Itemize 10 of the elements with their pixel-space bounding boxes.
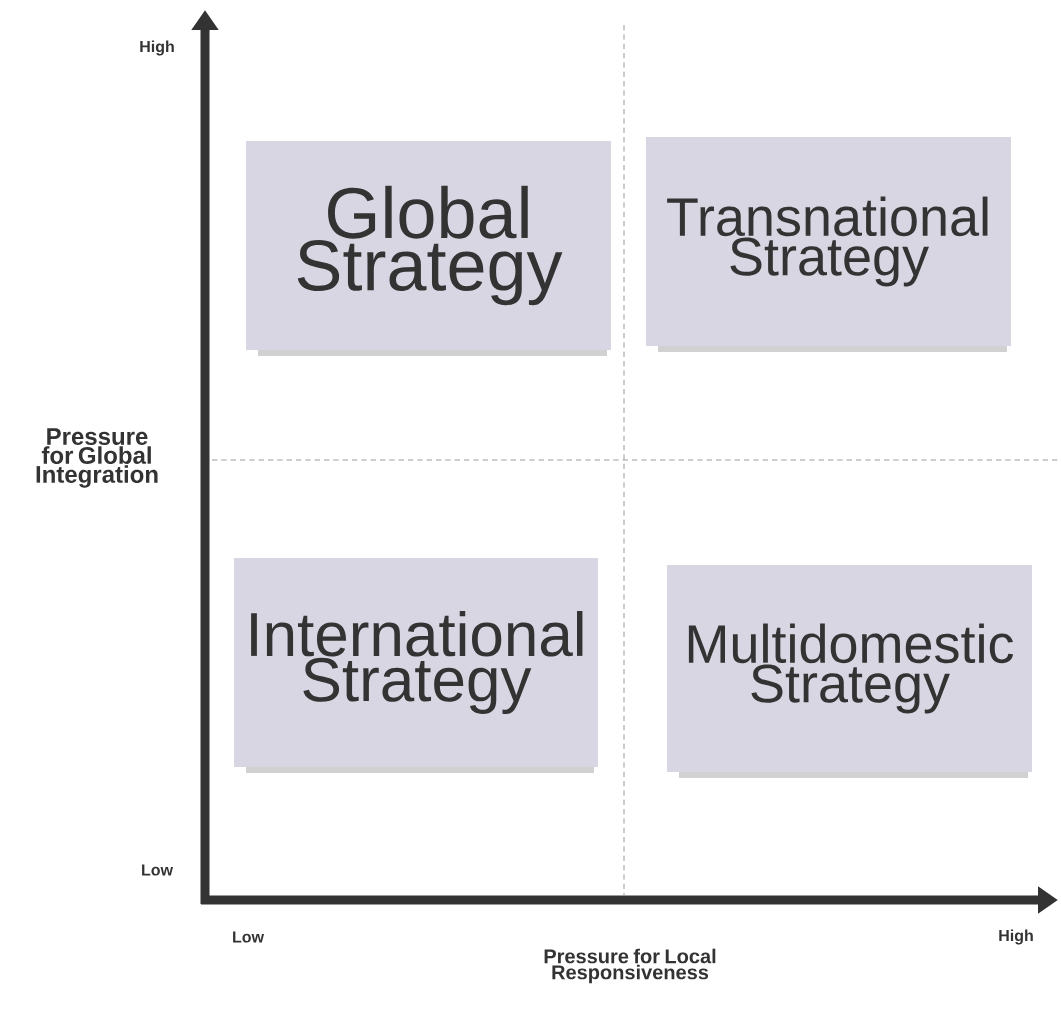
- axis-tick-label: High: [140, 40, 174, 56]
- strategy-box: Transnational Strategy: [646, 137, 1011, 352]
- strategy-box: Multidomestic Strategy: [667, 565, 1032, 778]
- axis-title: Pressure for Local Responsiveness: [544, 948, 716, 984]
- strategy-box: International Strategy: [234, 558, 598, 773]
- axis-tick-label: High: [999, 929, 1033, 945]
- strategy-box: Global Strategy: [246, 141, 611, 356]
- axis-tick-label: Low: [233, 931, 265, 943]
- axis-tick-label: Low: [142, 864, 174, 876]
- axis-title: Pressure for Global Integration: [36, 428, 158, 488]
